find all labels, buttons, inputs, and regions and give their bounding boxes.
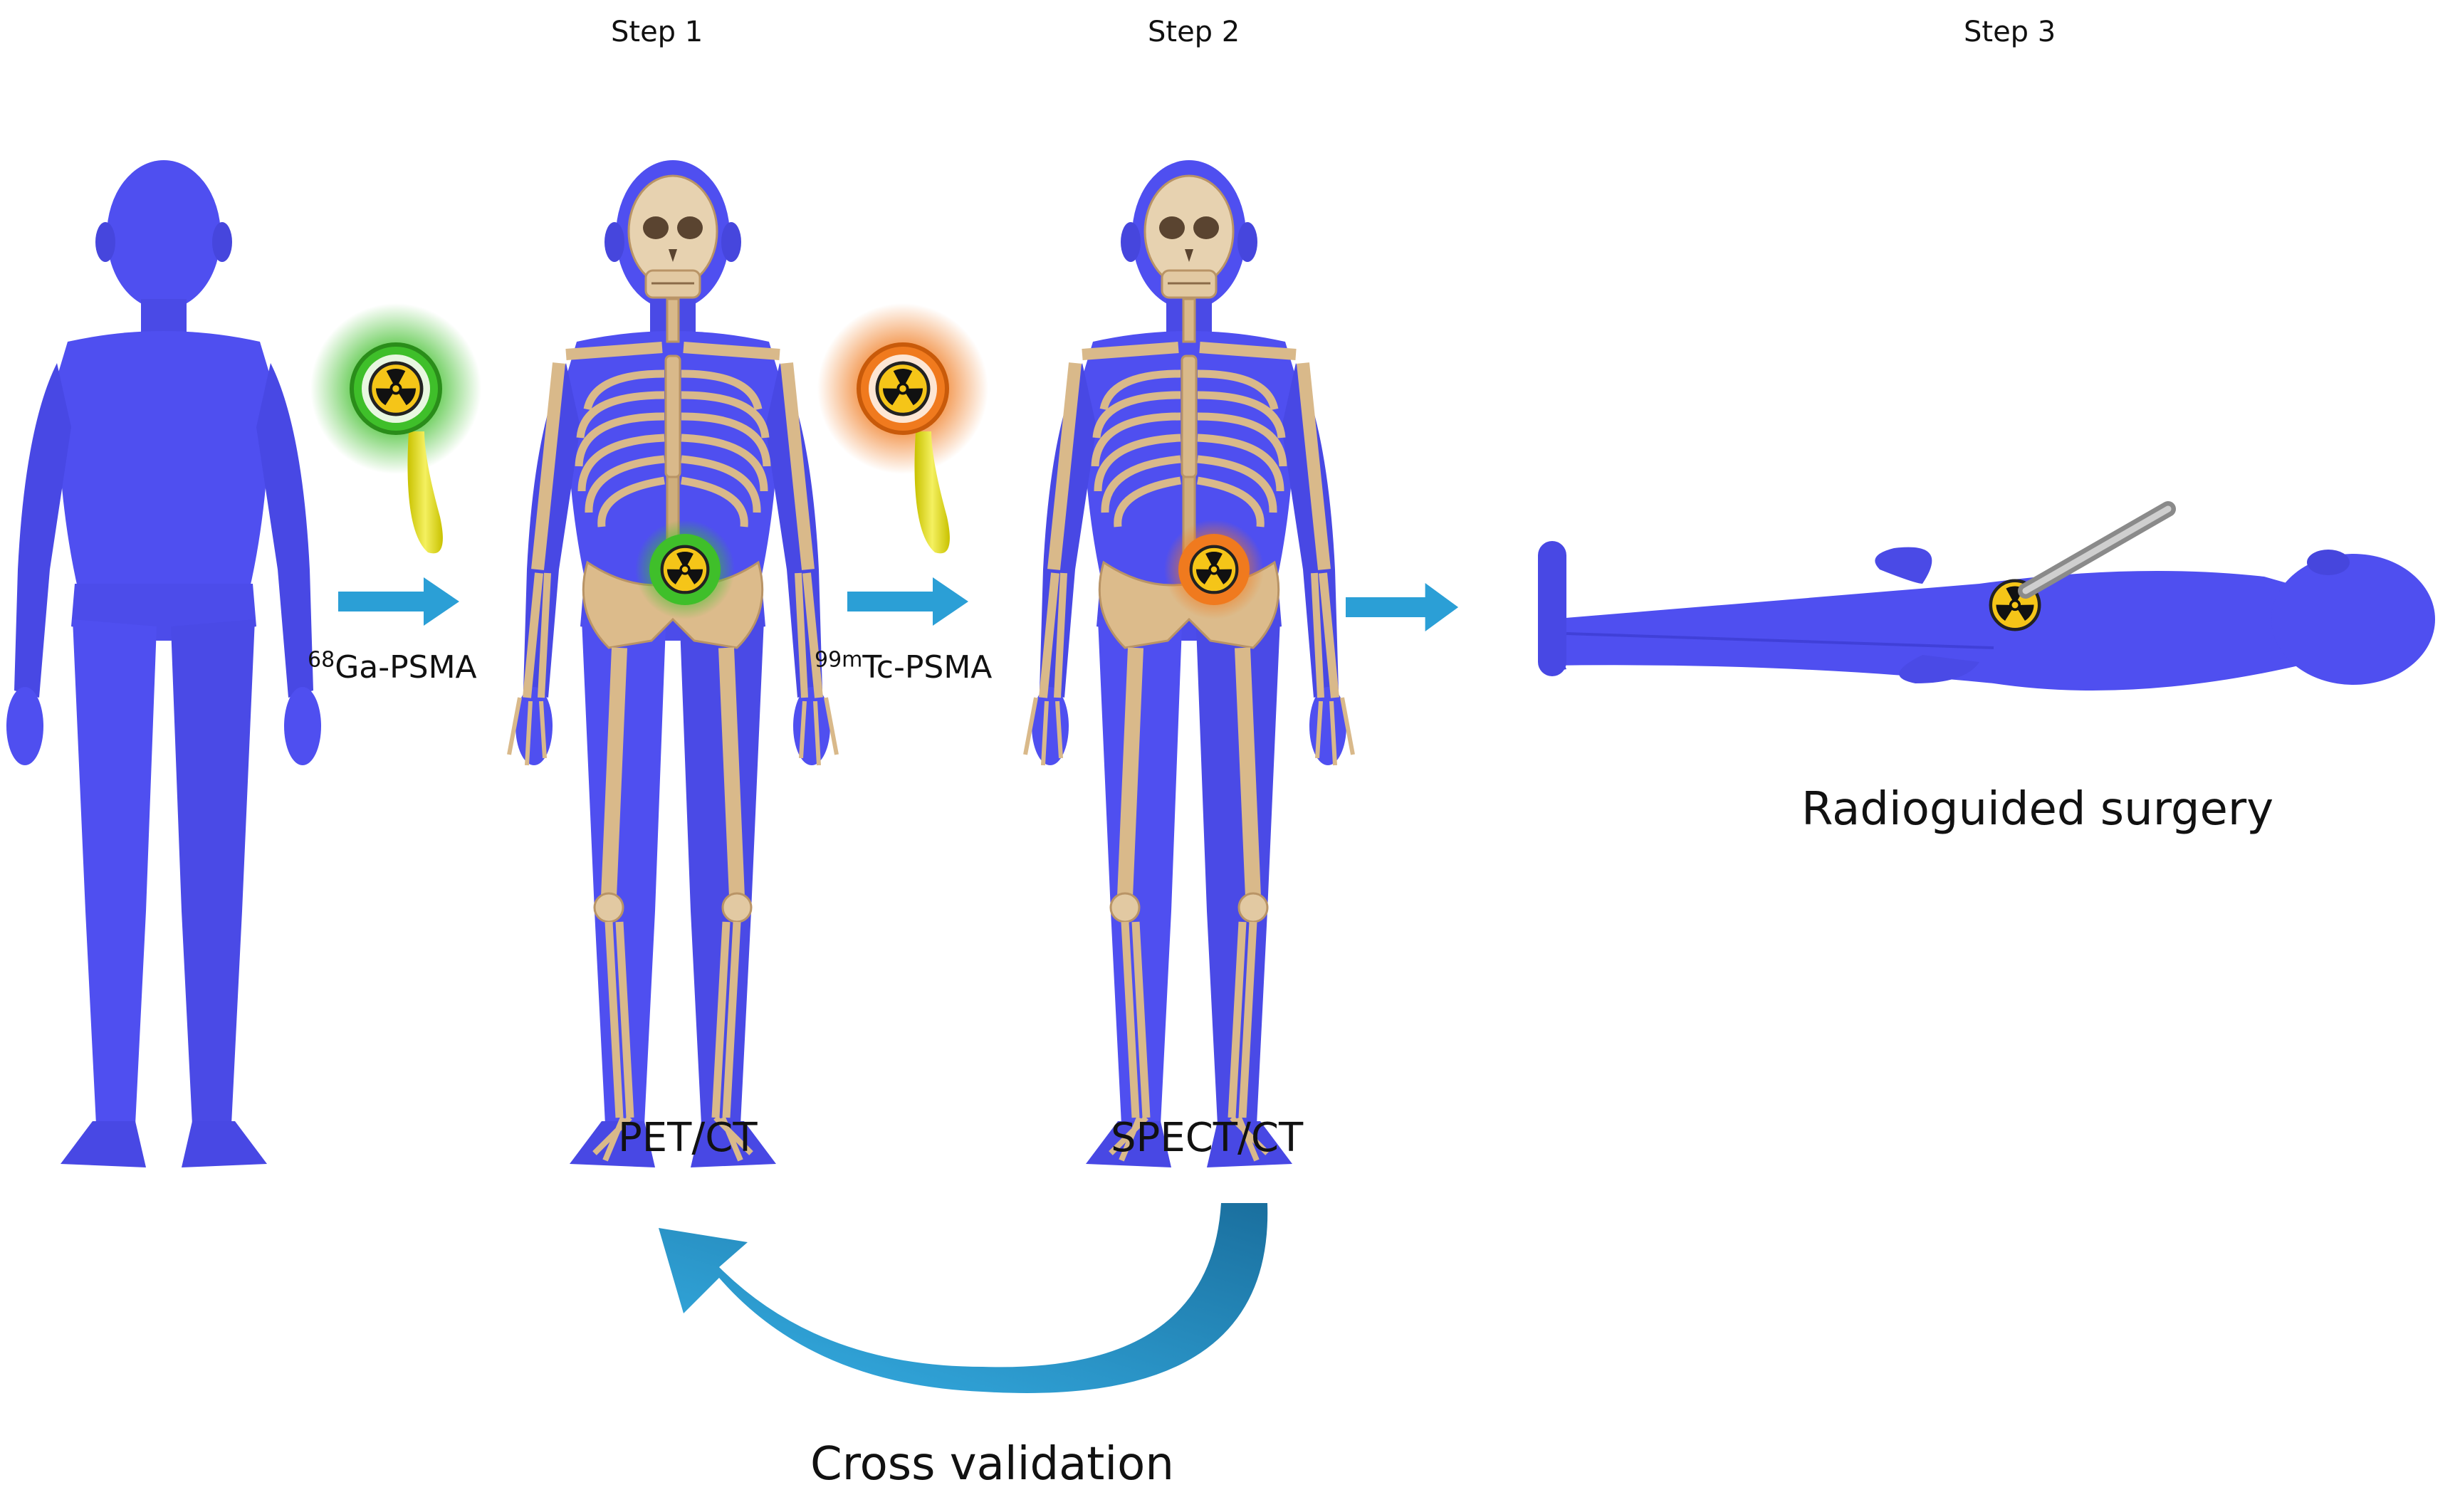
tc-tracer-marker <box>817 303 988 554</box>
arrow-to-surgery <box>1346 583 1459 631</box>
step-1-label: Step 1 <box>611 16 703 48</box>
step-3-label: Step 3 <box>1964 16 2056 48</box>
cross-validation-label: Cross validation <box>810 1438 1174 1491</box>
tc-tracer-label: 99mTc-PSMA <box>815 647 993 686</box>
syringe-icon <box>914 431 950 554</box>
cross-validation-arrow <box>659 1203 1268 1393</box>
syringe-icon <box>407 431 443 554</box>
pet-ct-label: PET/CT <box>618 1115 758 1161</box>
radiation-icon <box>370 363 422 414</box>
radiation-icon <box>662 547 708 593</box>
ga-lesion-marker <box>635 520 735 619</box>
ga-tracer-label: 68Ga-PSMA <box>308 647 477 686</box>
patient-figure <box>6 160 321 1167</box>
arrow-to-pet <box>338 577 459 626</box>
tc-lesion-marker <box>1164 520 1264 619</box>
radioguided-surgery-label: Radioguided surgery <box>1801 783 2274 836</box>
ga-tracer-marker <box>310 303 481 554</box>
surgery-figure <box>1538 501 2435 691</box>
spect-ct-figure <box>1025 160 1353 1167</box>
step-2-label: Step 2 <box>1148 16 1240 48</box>
radiation-icon <box>877 363 928 414</box>
pet-ct-figure <box>509 160 837 1167</box>
arrow-to-spect <box>847 577 968 626</box>
radiation-icon <box>1191 547 1237 593</box>
spect-ct-label: SPECT/CT <box>1111 1115 1304 1161</box>
